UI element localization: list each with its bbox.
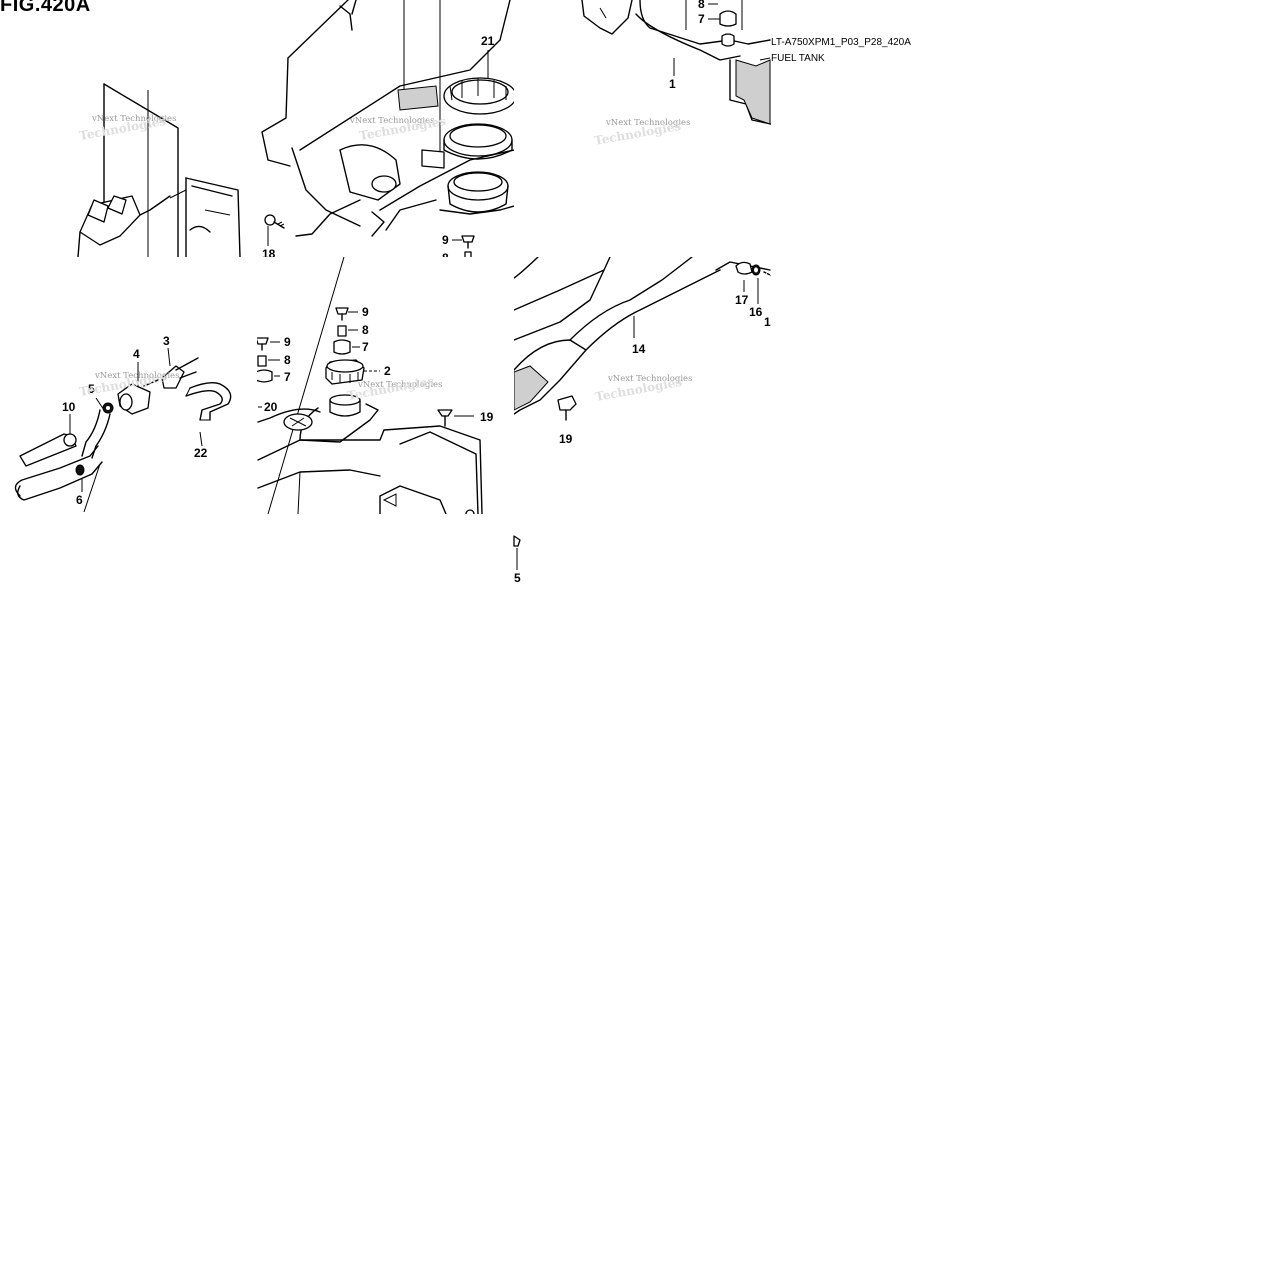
- callout-19-b: 19: [559, 432, 573, 446]
- callout-20: 20: [264, 400, 278, 414]
- callout-22: 22: [194, 446, 208, 460]
- callout-2: 2: [384, 364, 391, 378]
- panel-filler-cap: 9 8 7 2 9 8: [257, 257, 494, 514]
- callout-16: 16: [749, 305, 763, 319]
- panel-tank-top: 8 7 1 vNext Technologies Technologies: [581, 0, 771, 148]
- callout-5-bottom: 5: [514, 571, 521, 585]
- fwd-arrow-icon: FWD: [530, 200, 576, 232]
- callout-6: 6: [76, 493, 83, 507]
- callout-9-b: 9: [284, 335, 291, 349]
- callout-8-b: 8: [284, 353, 291, 367]
- callout-5: 5: [88, 382, 95, 396]
- callout-9-mid: 9: [442, 233, 449, 247]
- svg-text:vNext Technologies: vNext Technologies: [607, 374, 692, 384]
- callout-8-mid: 8: [442, 251, 449, 265]
- svg-text:vNext Technologies: vNext Technologies: [357, 380, 442, 390]
- callout-7-b: 7: [284, 370, 291, 384]
- panel-fuel-tank: 21 18 18 9 8 FWD vNext Technologies Tech…: [261, 0, 576, 265]
- callout-14: 14: [632, 342, 646, 356]
- drawing-code: LT-A750XPM1_P03_P28_420A: [771, 37, 911, 48]
- panel-heat-shield: vNext Technologies Technologies: [77, 83, 241, 257]
- svg-text:vNext Technologies: vNext Technologies: [94, 371, 179, 381]
- fwd-label: FWD: [541, 200, 569, 222]
- callout-18-left: 18: [262, 247, 276, 261]
- callout-4: 4: [133, 347, 140, 361]
- callout-8-a: 8: [362, 323, 369, 337]
- svg-text:vNext Technologies: vNext Technologies: [349, 116, 434, 126]
- callout-8-top: 8: [698, 0, 705, 11]
- panel-fragment: 5: [513, 535, 521, 585]
- figure-title: FIG.420A: [0, 0, 91, 16]
- callout-21: 21: [481, 34, 495, 48]
- callout-3: 3: [163, 334, 170, 348]
- callout-7-a: 7: [362, 340, 369, 354]
- panel-side-cover: 14 17 16 1 19 vNext Technologies Technol…: [514, 257, 771, 446]
- callout-1: 1: [669, 77, 676, 91]
- svg-text:vNext Technologies: vNext Technologies: [91, 114, 176, 124]
- callout-10: 10: [62, 400, 76, 414]
- callout-9-a: 9: [362, 305, 369, 319]
- callout-18-top: 18: [516, 0, 530, 7]
- callout-15-edge: 1: [764, 315, 771, 329]
- section-name: FUEL TANK: [771, 53, 825, 64]
- svg-text:vNext Technologies: vNext Technologies: [605, 118, 690, 128]
- callout-17: 17: [735, 293, 749, 307]
- callout-19-a: 19: [480, 410, 494, 424]
- panel-hoses: 3 4 5 10 22 6: [14, 334, 232, 513]
- callout-7-top: 7: [698, 12, 705, 26]
